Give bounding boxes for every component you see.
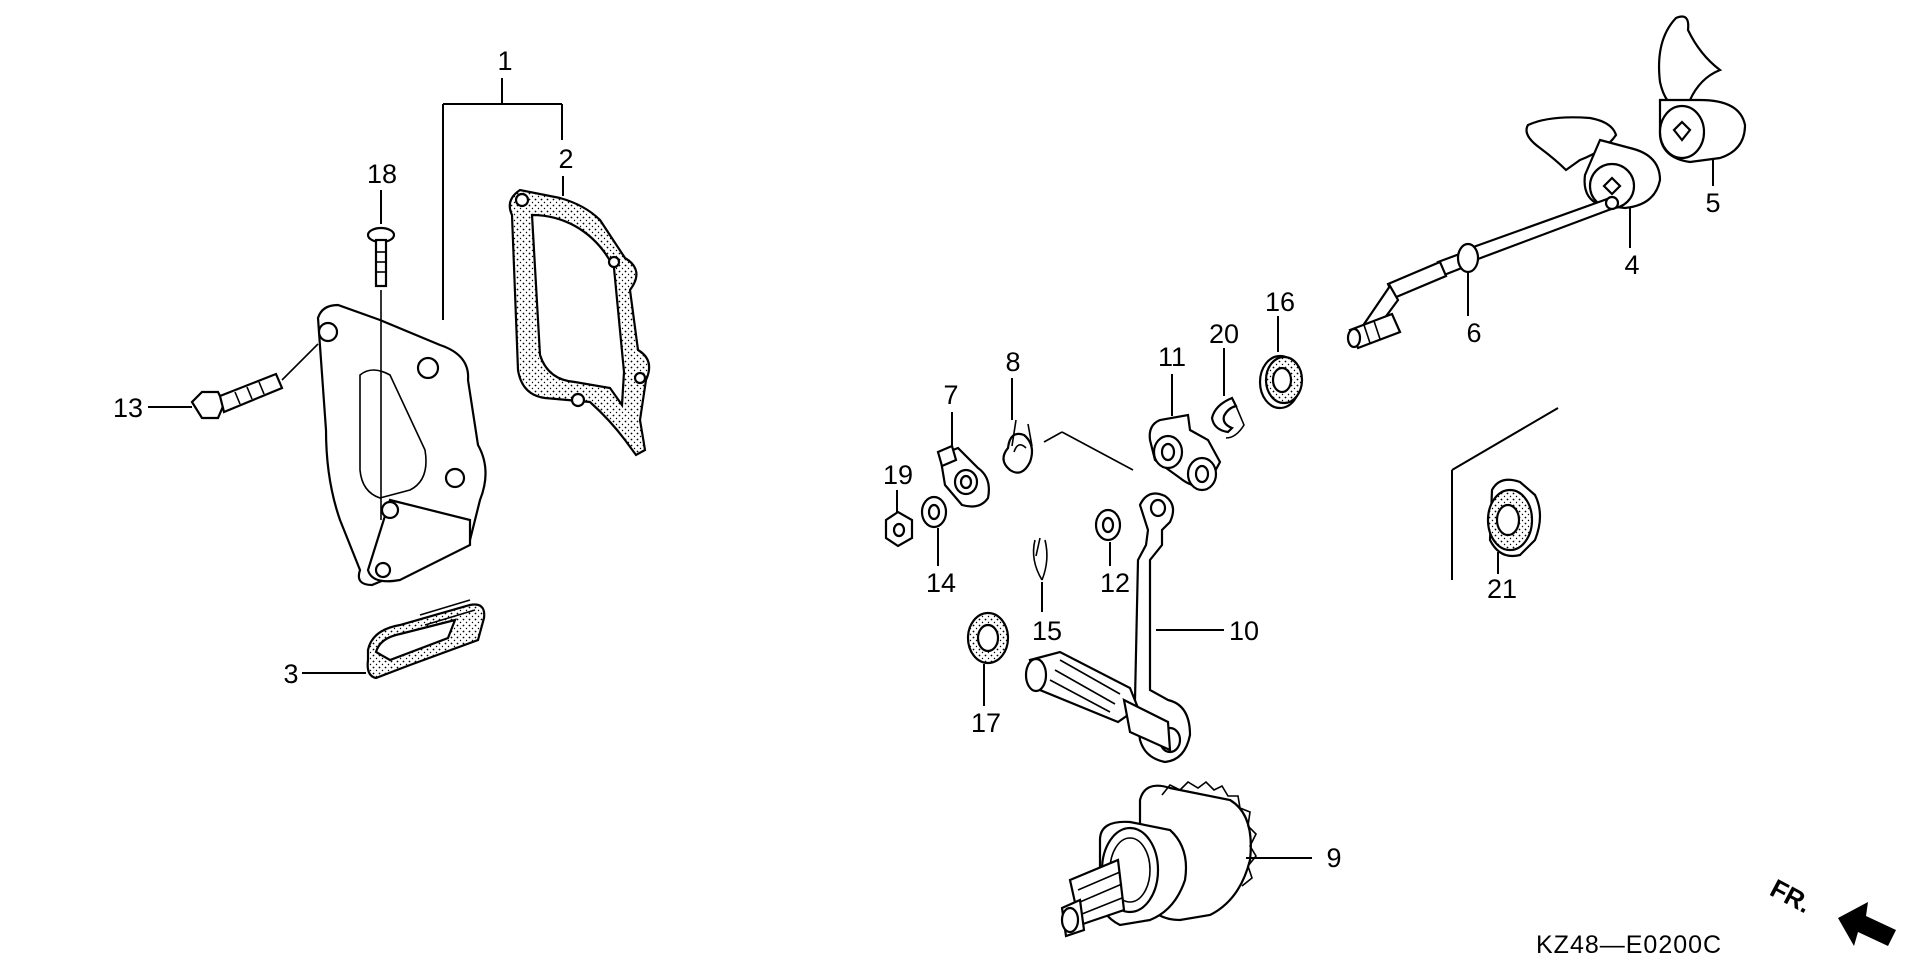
callout-2: 2 [558, 144, 573, 174]
shift-lever [1133, 492, 1192, 764]
callout-7: 7 [943, 380, 958, 410]
callout-17: 17 [971, 708, 1001, 738]
callout-4: 4 [1624, 250, 1639, 280]
gasket [508, 188, 651, 457]
callout-1: 1 [497, 46, 512, 76]
diagram-code: KZ48—E0200C [1536, 931, 1722, 959]
nut [884, 510, 914, 548]
front-direction-marker [1838, 902, 1896, 946]
callout-12: 12 [1100, 568, 1130, 598]
bolt [190, 343, 319, 420]
circlip [1210, 396, 1245, 439]
callout-21: 21 [1487, 574, 1517, 604]
shift-pedal-rear [1525, 116, 1662, 210]
callout-10: 10 [1229, 616, 1259, 646]
callout-11: 11 [1158, 342, 1186, 372]
callout-15: 15 [1032, 616, 1062, 646]
callout-1-bracket [442, 78, 563, 320]
callout-19: 19 [883, 460, 913, 490]
stopper-plate [936, 444, 990, 508]
callout-5: 5 [1705, 188, 1720, 218]
screw [366, 226, 396, 520]
pin-clip [1032, 537, 1048, 581]
shift-arm [1043, 413, 1222, 492]
kick-spindle-gear [1060, 780, 1257, 938]
callout-16: 16 [1265, 287, 1295, 317]
callout-20: 20 [1209, 319, 1239, 349]
callout-18: 18 [367, 159, 397, 189]
callout-6: 6 [1466, 318, 1481, 348]
shift-pedal [1657, 15, 1747, 164]
callout-13: 13 [113, 393, 143, 423]
callout-8: 8 [1005, 347, 1020, 377]
collar [1094, 508, 1122, 542]
spline-shaft [1024, 650, 1172, 752]
washer [920, 495, 948, 529]
front-marker-label: FR. [1765, 873, 1816, 919]
callout-9: 9 [1326, 843, 1341, 873]
spring [1002, 419, 1034, 474]
inset-bracket [1451, 407, 1559, 580]
foam-pad [366, 599, 486, 680]
callout-14: 14 [926, 568, 956, 598]
callout-3: 3 [283, 659, 298, 689]
bearing-small [1258, 354, 1304, 410]
bearing-large [1486, 478, 1542, 558]
cover [316, 303, 487, 587]
shift-shaft [1346, 195, 1620, 350]
oil-seal [966, 611, 1010, 665]
